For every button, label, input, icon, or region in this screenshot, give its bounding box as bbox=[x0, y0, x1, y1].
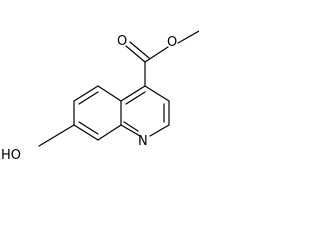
atom-label-oxygen-ester: O bbox=[167, 35, 177, 50]
atom-label-nitrogen: N bbox=[138, 134, 148, 149]
bond-ester-o-methyl bbox=[177, 30, 199, 44]
bond-c7-c8 bbox=[73, 124, 99, 141]
bond-n-c8a-inner bbox=[123, 121, 139, 132]
bond-c2-n bbox=[149, 124, 170, 137]
bond-c-carbonyl-o-2 bbox=[129, 41, 150, 59]
bond-c-ester-o bbox=[144, 46, 169, 63]
molecule-diagram: O O N HO bbox=[0, 0, 199, 192]
bond-c-carbonyl-o-1 bbox=[125, 45, 146, 63]
bond-n-c8a bbox=[120, 124, 141, 137]
bond-c7-oh bbox=[38, 124, 75, 147]
bond-c4a-c4 bbox=[120, 85, 146, 102]
bond-c4a-c5 bbox=[97, 85, 122, 102]
bond-c4-c3 bbox=[144, 85, 170, 102]
bond-c4a-c4-inner bbox=[125, 91, 146, 105]
atom-label-oxygen-carbonyl: O bbox=[117, 34, 127, 49]
bond-c5-c6-inner bbox=[78, 91, 99, 105]
bond-c8-c8a bbox=[97, 124, 122, 141]
atom-label-hydroxyl: HO bbox=[1, 148, 21, 163]
structure-svg: O O N HO bbox=[1, 30, 199, 163]
bond-c5-c6 bbox=[73, 85, 99, 102]
bond-c7-c8-inner bbox=[78, 121, 99, 135]
